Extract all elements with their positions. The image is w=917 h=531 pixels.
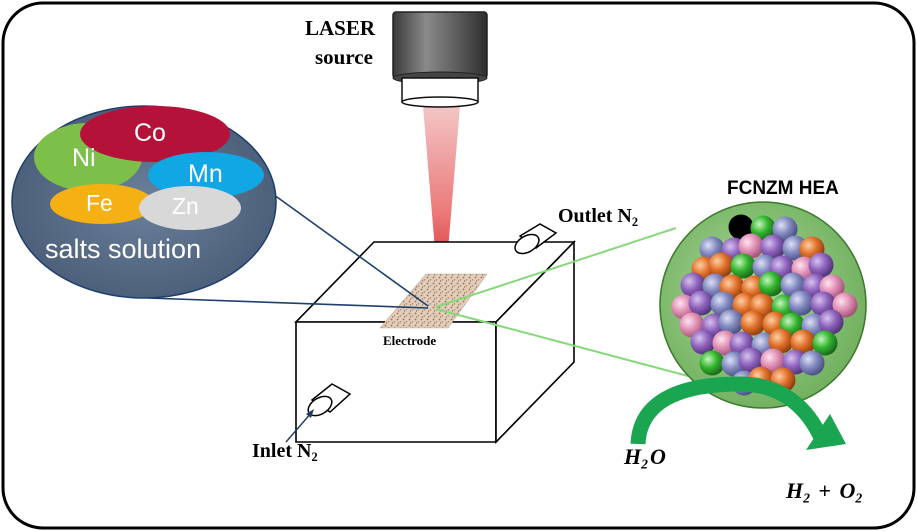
hea-atom xyxy=(799,350,825,376)
hea-atom xyxy=(768,328,794,354)
inlet-pointer-arrow xyxy=(285,411,313,443)
mn-ellipse xyxy=(148,152,264,198)
hea-atom xyxy=(728,214,754,240)
hea-atom xyxy=(790,329,816,355)
hea-atom xyxy=(812,330,838,356)
laser-label-line1: LASER xyxy=(305,16,376,40)
hea-atom xyxy=(690,329,716,355)
ni-label: Ni xyxy=(72,144,96,172)
reactant-o: O xyxy=(649,444,666,469)
plus-sign: + xyxy=(818,478,831,503)
salts-solution-label: salts solution xyxy=(45,234,202,264)
reactant-h: H xyxy=(624,444,642,469)
hea-atom xyxy=(760,348,786,374)
inlet-tube xyxy=(307,383,352,417)
co-label: Co xyxy=(134,119,166,147)
outlet-label: Outlet N2 xyxy=(558,205,638,230)
outlet-label-text: Outlet N xyxy=(558,205,632,227)
hea-atom xyxy=(740,310,766,336)
hea-atom xyxy=(738,347,764,373)
product-formula: H2 + O2 xyxy=(786,478,862,506)
product-o: O xyxy=(839,478,856,503)
hea-atom xyxy=(788,290,814,316)
outlet-tube xyxy=(514,223,558,255)
hea-atom xyxy=(808,252,834,278)
reaction-arrow xyxy=(630,376,829,445)
reaction-arrow-head xyxy=(806,414,846,450)
solution-connector-upper xyxy=(269,191,429,307)
hea-atom xyxy=(738,233,764,259)
mn-label: Mn xyxy=(188,160,223,188)
hea-connector-upper xyxy=(435,227,677,308)
hea-atom xyxy=(760,234,786,260)
hea-atom xyxy=(718,309,744,335)
reactant-h-subscript: 2 xyxy=(641,456,648,472)
outlet-label-subscript: 2 xyxy=(631,214,639,229)
reactant-formula: H2O xyxy=(624,444,666,472)
hea-atom xyxy=(688,290,714,316)
reaction-cell xyxy=(294,240,576,444)
hea-atom xyxy=(758,271,784,297)
laser-head xyxy=(392,11,488,108)
hea-atom xyxy=(832,292,858,318)
inlet-pointer-head xyxy=(306,409,314,418)
product-o-subscript: 2 xyxy=(855,490,863,506)
hea-connector-lower xyxy=(435,308,689,377)
inlet-label-subscript: 2 xyxy=(311,449,318,464)
laser-label-line2: source xyxy=(315,45,373,69)
co-ellipse xyxy=(80,106,230,162)
zn-ellipse xyxy=(139,186,241,230)
inlet-label-text: Inlet N xyxy=(252,440,312,462)
fe-label: Fe xyxy=(86,190,113,216)
solution-connector-lower xyxy=(147,297,429,309)
laser-beam xyxy=(423,106,460,298)
hea-atom xyxy=(818,309,844,335)
hea-atom xyxy=(708,252,734,278)
zn-label: Zn xyxy=(172,193,199,219)
hea-atom xyxy=(699,350,725,376)
hea-atom xyxy=(750,215,776,241)
electrode-label: Electrode xyxy=(383,333,437,348)
inlet-label: Inlet N2 xyxy=(252,440,318,465)
fe-ellipse xyxy=(50,184,154,224)
product-h: H xyxy=(786,478,804,503)
hea-atom xyxy=(730,253,756,279)
electrode-plate xyxy=(379,273,488,329)
product-h-subscript: 2 xyxy=(803,490,810,506)
hea-title: FCNZM HEA xyxy=(727,178,839,199)
hea-atom xyxy=(772,216,798,242)
